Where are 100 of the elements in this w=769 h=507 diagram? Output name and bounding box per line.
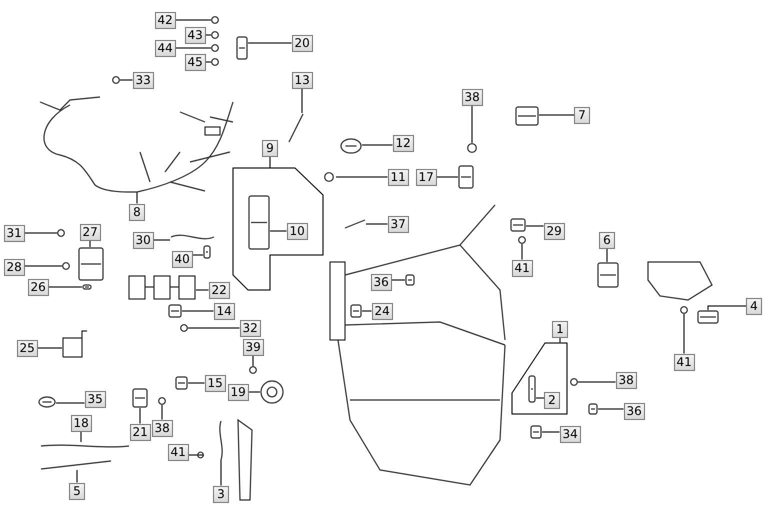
- callout-number: 1: [552, 320, 568, 338]
- clip-icon: [405, 274, 415, 286]
- leader-line: [24, 232, 58, 234]
- callout-number: 14: [214, 302, 235, 320]
- nut-icon: [62, 262, 70, 270]
- cable-icon: [40, 442, 130, 450]
- callout-number: 37: [388, 216, 409, 232]
- callout-number: 3: [213, 486, 229, 502]
- callout-number: 18: [70, 414, 92, 432]
- bolt-icon: [203, 245, 211, 259]
- leader-line: [606, 248, 608, 262]
- nut-icon: [57, 229, 65, 237]
- clip-icon: [38, 396, 56, 408]
- callout-number: 20: [292, 34, 313, 52]
- callout-number: 6: [599, 232, 615, 248]
- regulator-icon: [597, 262, 619, 288]
- callout-number: 12: [392, 134, 414, 152]
- relay-icon: [458, 165, 474, 189]
- nut-icon: [249, 366, 257, 374]
- relay-icon: [175, 376, 188, 390]
- callout-number: 44: [154, 40, 176, 56]
- wire-clip-icon: [344, 219, 366, 229]
- clip-icon: [211, 44, 219, 52]
- group-outline: [512, 343, 567, 414]
- callout-number: 11: [388, 168, 409, 186]
- callout-number: 5: [69, 482, 85, 500]
- clip-icon: [211, 58, 219, 66]
- leader-line: [252, 355, 254, 366]
- callout-number: 7: [574, 106, 590, 124]
- callout-number: 41: [674, 354, 695, 370]
- callout-number: 24: [372, 302, 393, 320]
- capacitor-icon: [132, 388, 148, 408]
- callout-number: 2: [544, 392, 560, 408]
- cap-icon: [340, 138, 362, 154]
- leader-line: [538, 114, 574, 116]
- callout-number: 9: [262, 140, 278, 156]
- ring-icon: [322, 172, 336, 182]
- leader-line: [192, 254, 204, 256]
- callout-number: 4: [746, 298, 762, 314]
- leader-line: [708, 306, 746, 310]
- connector-icon: [82, 284, 92, 290]
- nut-icon: [112, 76, 120, 84]
- leader-line: [188, 454, 204, 456]
- leader-line: [48, 286, 82, 288]
- bracket-icon: [510, 218, 526, 232]
- callout-number: 8: [129, 204, 145, 220]
- callout-number: 10: [286, 222, 308, 240]
- bolt-icon: [518, 236, 526, 244]
- callout-number: 32: [240, 320, 261, 336]
- callout-number: 33: [132, 72, 154, 88]
- callout-number: 38: [462, 88, 483, 106]
- leader-line: [336, 176, 388, 178]
- ignition-switch-icon: [248, 195, 270, 250]
- horn-icon: [260, 380, 284, 404]
- leader-line: [188, 382, 205, 384]
- callout-number: 13: [292, 72, 313, 88]
- connector-icon: [128, 275, 196, 300]
- clip-icon: [211, 31, 219, 39]
- leader-line: [220, 460, 222, 486]
- callout-number: 43: [184, 26, 206, 44]
- leader-line: [270, 230, 287, 232]
- group-outline: [233, 168, 323, 290]
- ignition-coil-icon: [528, 375, 536, 403]
- leader-line: [205, 34, 212, 36]
- callout-number: 19: [228, 384, 249, 400]
- callout-number: 27: [80, 224, 101, 240]
- rod-icon: [40, 460, 112, 470]
- nut-icon: [158, 397, 166, 405]
- nut-icon: [570, 378, 578, 386]
- callout-number: 25: [16, 340, 38, 356]
- callout-number: 30: [132, 232, 154, 248]
- callout-number: 31: [4, 224, 25, 242]
- leader-line: [248, 42, 292, 44]
- callout-number: 35: [84, 390, 106, 408]
- bolt-icon: [197, 451, 204, 459]
- callout-number: 40: [172, 250, 193, 268]
- callout-number: 29: [544, 222, 565, 240]
- clip-icon: [530, 425, 542, 439]
- relay-icon: [168, 304, 182, 318]
- leader-line: [362, 310, 372, 312]
- leader-line: [80, 431, 82, 442]
- callout-number: 45: [184, 54, 206, 70]
- leader-line: [598, 408, 624, 410]
- bracket-icon: [62, 330, 88, 358]
- callout-number: 39: [242, 338, 264, 356]
- callout-number: 38: [152, 420, 173, 436]
- leader-line: [76, 470, 78, 483]
- control-unit-icon: [78, 247, 104, 281]
- bolt-icon: [180, 324, 188, 332]
- leader-line: [136, 192, 138, 204]
- clip-icon: [588, 403, 598, 415]
- callout-number: 42: [154, 12, 176, 28]
- callout-number: 22: [208, 282, 230, 298]
- callout-number: 41: [512, 260, 533, 276]
- leader-line: [362, 144, 393, 146]
- leader-line: [182, 310, 214, 312]
- callout-number: 36: [624, 402, 645, 420]
- bolt-icon: [680, 306, 688, 314]
- rod-icon: [288, 113, 304, 143]
- leader-line: [436, 176, 458, 178]
